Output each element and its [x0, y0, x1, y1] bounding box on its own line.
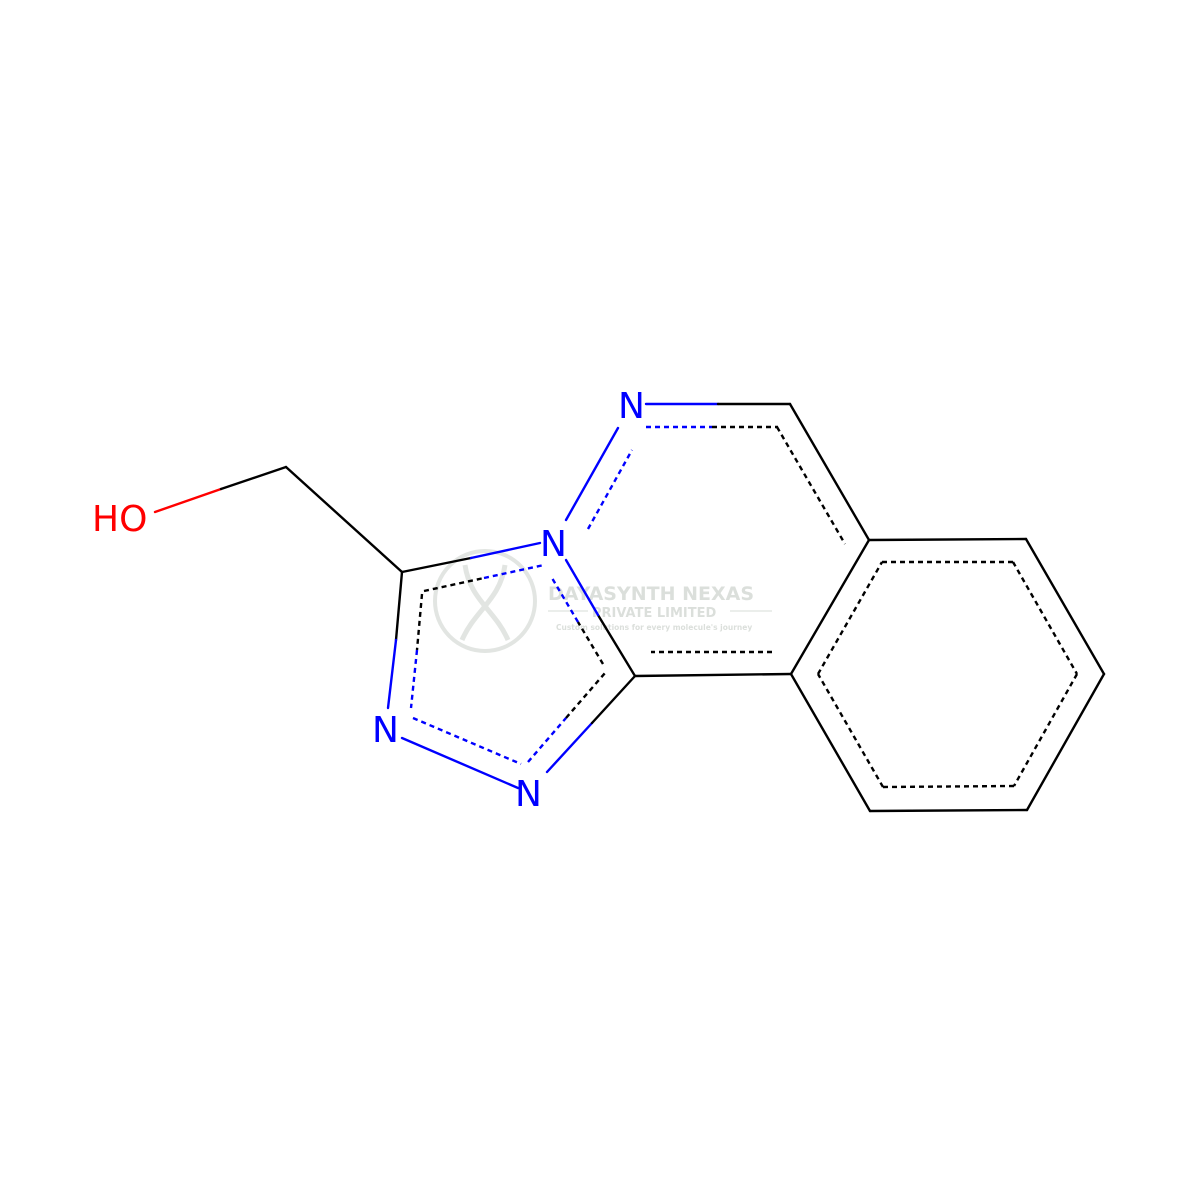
watermark-helix-icon — [459, 564, 511, 642]
atom-label-n-ring-top: N — [618, 386, 645, 427]
bond-benz-aromatic-6 — [816, 561, 884, 675]
watermark-subtitle: PRIVATE LIMITED — [592, 606, 717, 621]
bond-c3-n1-blue — [386, 638, 398, 710]
atom-label-n-triazole-left: N — [372, 710, 399, 751]
watermark: DAYASYNTH NEXAS PRIVATE LIMITED Custom s… — [433, 549, 772, 653]
atom-labels: HO N N N N — [92, 386, 645, 815]
bond-n2-c10b-blue — [545, 721, 594, 774]
bond-c3-n1-aromatic-black — [415, 593, 424, 651]
bond-benz-aromatic-2 — [1011, 561, 1079, 675]
atom-label-n-triazole-bottom: N — [515, 774, 542, 815]
atom-label-n-bridgehead: N — [540, 524, 567, 565]
bond-benz-aromatic-3 — [1012, 673, 1079, 787]
bond-c10b-n4-blue — [564, 558, 600, 617]
bond-c3-n4-aromatic-black — [423, 576, 485, 593]
bond-n4-n5 — [564, 426, 620, 522]
bond-c10b-n4-black — [596, 613, 637, 678]
bond-n2-c10b-aromatic-black — [565, 672, 606, 719]
bond-c3-n1-black — [394, 570, 404, 642]
bond-o-ch2-red — [153, 487, 223, 514]
bond-ch2-c3 — [284, 465, 404, 574]
bond-benz-2 — [1024, 537, 1106, 676]
bond-c3-n4-blue — [469, 541, 542, 560]
bond-c10a-c10b — [633, 672, 793, 678]
bond-n2-c10b-aromatic-blue — [527, 717, 567, 763]
bond-c6-c6a — [788, 402, 871, 542]
bond-c3-n1-aromatic-blue — [409, 649, 419, 709]
bond-benz-3 — [1025, 672, 1106, 812]
bond-c6-c6a-aromatic — [775, 426, 847, 545]
bond-n2-c10b-black — [590, 674, 637, 725]
bond-benz-aromatic-4 — [882, 784, 1015, 789]
watermark-logo-icon — [433, 549, 537, 653]
bond-benz-1 — [867, 537, 1028, 542]
bond-c6a-c10a — [789, 538, 871, 676]
bond-benz-5 — [789, 672, 872, 813]
bond-n4-n5-aromatic — [586, 449, 634, 530]
bond-benz-aromatic-5 — [816, 673, 885, 788]
atom-label-hydroxyl: HO — [92, 499, 147, 540]
bond-benz-4 — [868, 808, 1029, 813]
bond-n1-n2-aromatic — [412, 716, 522, 766]
bond-c10b-n4-aromatic-black — [576, 621, 605, 665]
bond-c3-n4-aromatic-blue — [483, 563, 545, 580]
watermark-company: DAYASYNTH NEXAS — [548, 583, 754, 605]
bond-c3-n4-black — [400, 556, 473, 574]
bond-n1-n2 — [400, 736, 520, 790]
bonds — [153, 402, 1106, 813]
bond-o-ch2-black — [219, 465, 288, 491]
watermark-tagline: Custom solutions for every molecule's jo… — [556, 623, 752, 632]
